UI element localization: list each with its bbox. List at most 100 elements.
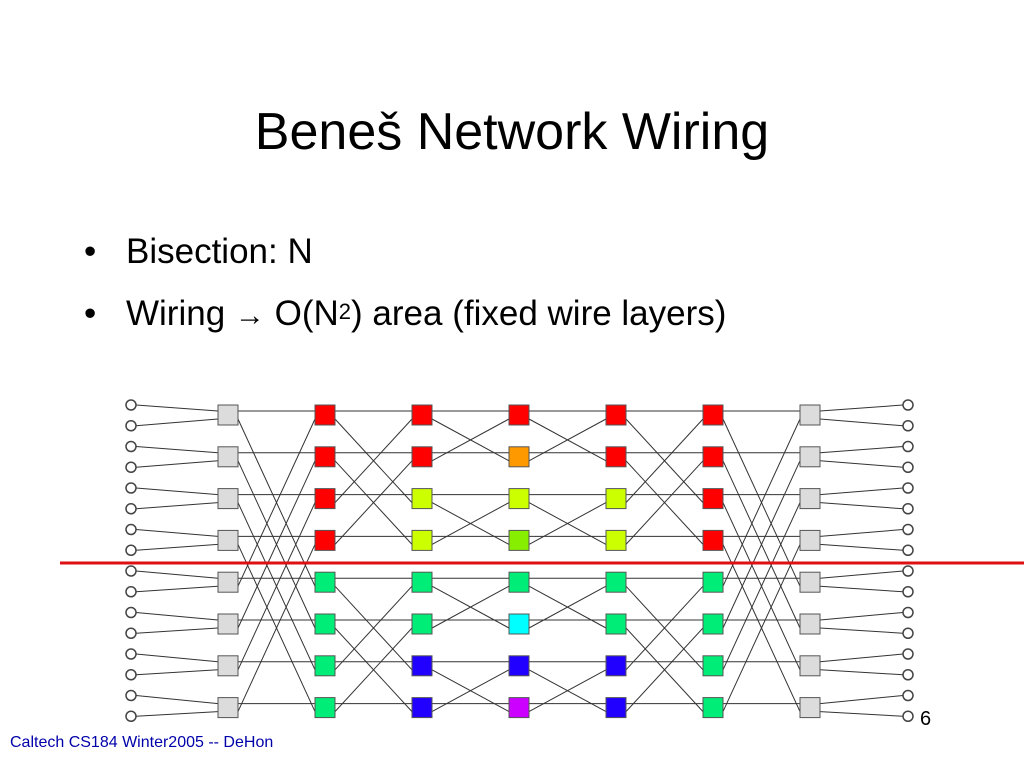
switch-node	[411, 613, 433, 635]
switch-node	[605, 697, 627, 719]
input-wire	[135, 653, 219, 663]
switch-node	[702, 697, 724, 719]
network-wires	[135, 404, 904, 717]
switch-node	[314, 488, 336, 510]
switch-node	[508, 655, 530, 677]
switch-node	[605, 613, 627, 635]
switch-node	[411, 697, 433, 719]
cross-wire	[528, 585, 607, 629]
switch-node	[508, 404, 530, 426]
output-terminal	[902, 586, 914, 598]
input-terminal	[125, 420, 137, 432]
input-wire	[135, 446, 219, 454]
input-terminal	[125, 627, 137, 639]
input-terminal	[125, 544, 137, 556]
switch-node	[702, 404, 724, 426]
cross-wire	[528, 418, 607, 462]
switch-node	[508, 697, 530, 719]
cross-wire	[722, 502, 801, 671]
output-terminal	[902, 461, 914, 473]
switch-node	[411, 571, 433, 593]
bullet-superscript: 2	[338, 299, 352, 324]
output-wire	[819, 418, 904, 427]
output-terminal	[902, 565, 914, 577]
output-terminal	[902, 648, 914, 660]
slide-title: Beneš Network Wiring	[254, 103, 770, 161]
network-switches	[217, 404, 821, 719]
switch-node	[314, 446, 336, 468]
output-wire	[819, 711, 904, 717]
bullet-item-wiring: • Wiring → O(N2) area (fixed wire layers…	[84, 294, 726, 336]
input-terminal	[125, 440, 137, 453]
switch-node	[508, 529, 530, 551]
cross-wire	[334, 418, 413, 503]
switch-node	[799, 404, 821, 426]
switch-node	[217, 571, 239, 593]
switch-node	[217, 655, 239, 677]
output-terminal	[902, 710, 914, 722]
output-terminal	[902, 523, 914, 536]
switch-node	[605, 529, 627, 551]
switch-node	[217, 488, 239, 510]
cross-wire	[237, 460, 316, 629]
cross-wire	[625, 585, 704, 671]
switch-node	[702, 529, 724, 551]
page-number: 6	[920, 708, 932, 730]
cross-wire	[431, 502, 510, 545]
cross-wire	[431, 418, 510, 462]
output-wire	[819, 529, 904, 537]
input-wire	[135, 612, 219, 621]
input-wire	[135, 585, 219, 593]
bullet-item-bisection: • Bisection: N	[84, 232, 726, 272]
input-wire	[135, 627, 219, 634]
bullet-text-suffix: ) area (fixed wire layers)	[351, 294, 727, 333]
switch-node	[799, 613, 821, 635]
switch-node	[217, 613, 239, 635]
input-terminal	[125, 648, 137, 660]
output-wire	[819, 502, 904, 510]
input-wire	[135, 570, 219, 579]
switch-node	[508, 571, 530, 593]
input-wire	[135, 418, 219, 427]
switch-node	[799, 571, 821, 593]
output-wire	[819, 669, 904, 676]
switch-node	[605, 571, 627, 593]
output-terminal	[902, 606, 914, 619]
cross-wire	[334, 627, 413, 712]
output-terminal	[902, 503, 914, 515]
cross-wire	[528, 669, 607, 713]
footer-text: Caltech CS184 Winter2005 -- DeHon	[10, 734, 274, 751]
output-terminal	[902, 627, 914, 639]
switch-node	[799, 446, 821, 468]
switch-node	[411, 529, 433, 551]
input-terminal	[125, 710, 137, 722]
switch-node	[217, 446, 239, 468]
output-wire	[819, 695, 904, 705]
switch-node	[605, 655, 627, 677]
output-wire	[819, 487, 904, 496]
output-wire	[819, 585, 904, 593]
input-wire	[135, 502, 219, 510]
output-terminal	[902, 399, 914, 411]
input-wire	[135, 487, 219, 496]
switch-node	[799, 697, 821, 719]
benes-network-diagram	[60, 399, 1024, 722]
switch-node	[799, 529, 821, 551]
switch-node	[702, 613, 724, 635]
input-wire	[135, 529, 219, 537]
output-terminal	[902, 689, 914, 702]
cross-wire	[722, 544, 801, 712]
switch-node	[411, 655, 433, 677]
switch-node	[702, 571, 724, 593]
switch-node	[411, 446, 433, 468]
switch-node	[702, 446, 724, 468]
cross-wire	[237, 502, 316, 671]
bullet-marker: •	[84, 294, 97, 333]
input-wire	[135, 404, 219, 412]
switch-node	[702, 488, 724, 510]
cross-wire	[625, 460, 704, 545]
cross-wire	[625, 418, 704, 503]
input-wire	[135, 711, 219, 717]
output-terminal	[902, 544, 914, 556]
input-terminal	[125, 606, 137, 619]
